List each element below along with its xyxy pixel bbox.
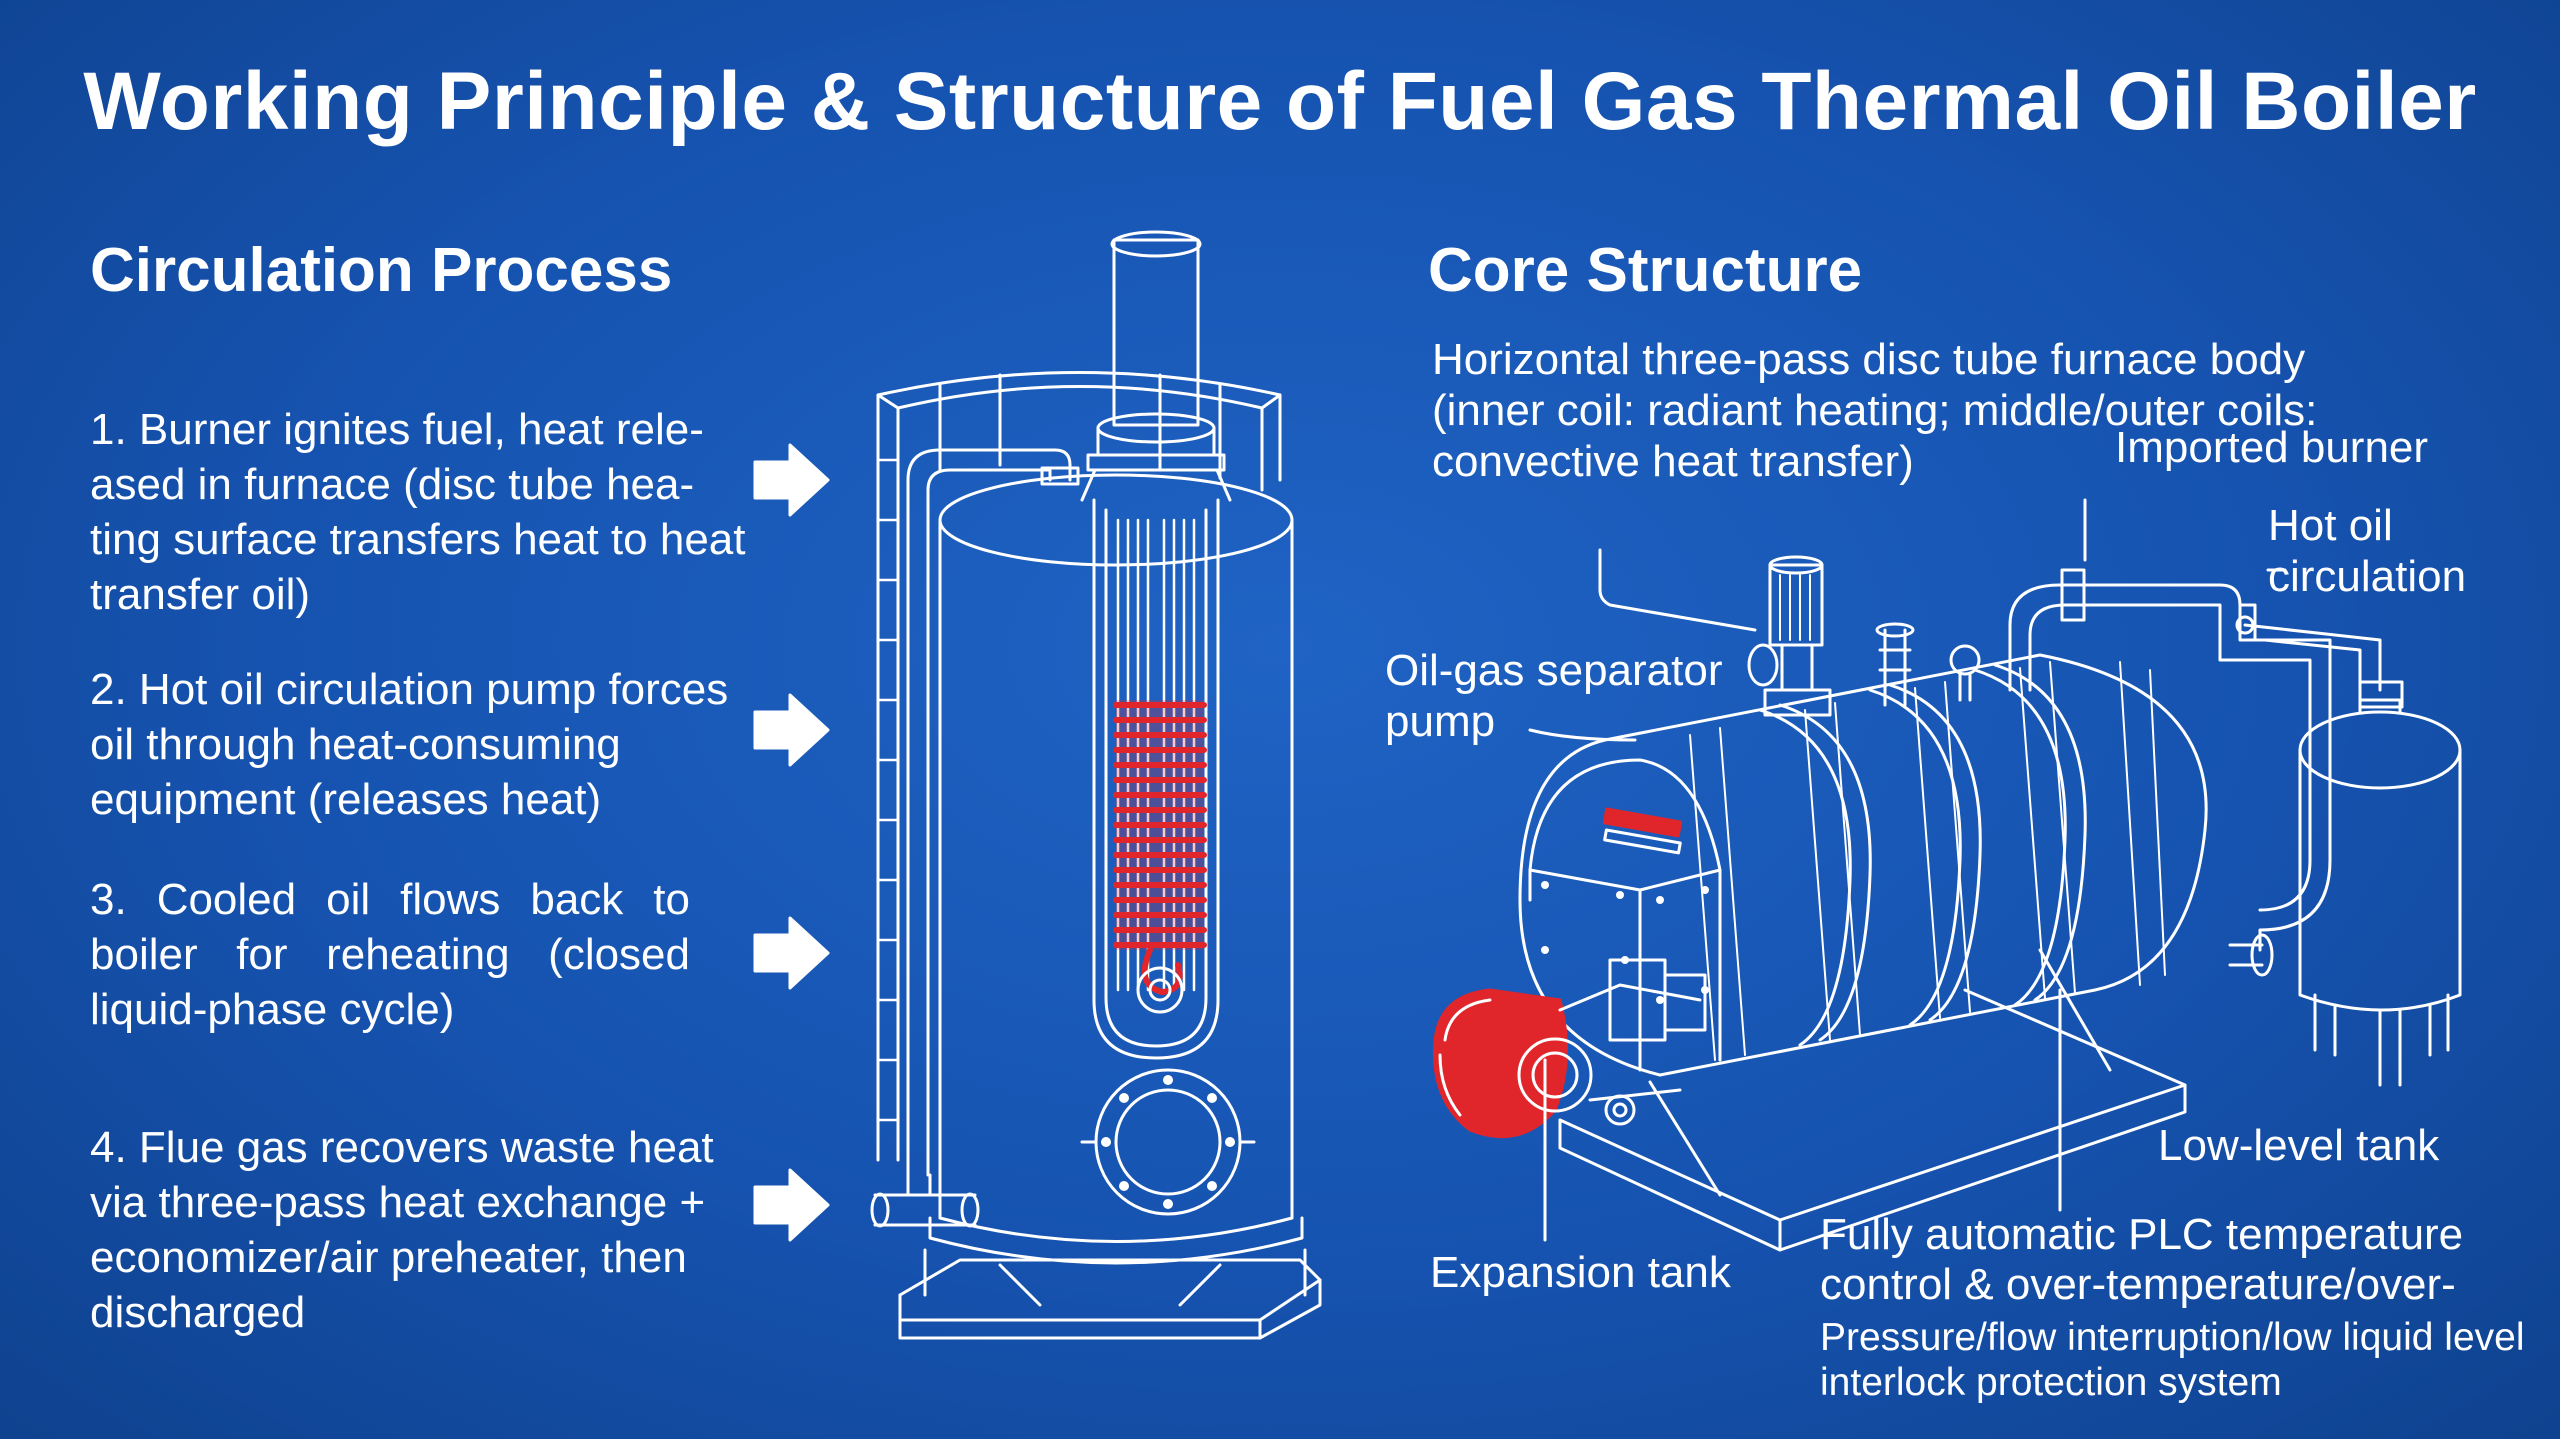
step-1: 1. Burner ignites fuel, heat rele-ased i… [90, 405, 746, 619]
step-4: 4. Flue gas recovers waste heat via thre… [90, 1123, 714, 1337]
page-title: Working Principle & Structure of Fuel Ga… [83, 56, 2477, 147]
heating-coil [1116, 700, 1204, 992]
vertical-boiler-illustration [872, 232, 1320, 1338]
label-separator-pump: Oil-gas separator pump [1385, 646, 1723, 746]
label-plc-control-line2: Pressure/flow interruption/low liquid le… [1820, 1316, 2525, 1404]
arrow-right-icon [755, 445, 828, 515]
label-imported-burner: Imported burner [2115, 423, 2429, 472]
core-structure-heading: Core Structure [1428, 236, 1863, 305]
horizontal-boiler-illustration [1434, 500, 2460, 1250]
label-furnace-body: Horizontal three-pass disc tube furnace … [1432, 335, 2318, 486]
low-level-tank [2300, 700, 2460, 1085]
step-3: 3. Cooled oil flows back to boiler for r… [90, 875, 690, 1034]
circulation-process-heading: Circulation Process [90, 236, 673, 305]
arrow-right-icon [755, 1170, 828, 1240]
label-plc-control-line1: Fully automatic PLC temperature control … [1820, 1210, 2464, 1309]
label-low-level-tank: Low-level tank [2158, 1121, 2440, 1170]
arrow-right-icon [755, 918, 828, 988]
burner [1434, 960, 1705, 1137]
step-2: 2. Hot oil circulation pump forces oil t… [90, 665, 729, 824]
label-hot-oil-circulation: Hot oil circulation [2268, 501, 2467, 601]
arrow-right-icon [755, 695, 828, 765]
label-expansion-tank: Expansion tank [1430, 1248, 1731, 1297]
